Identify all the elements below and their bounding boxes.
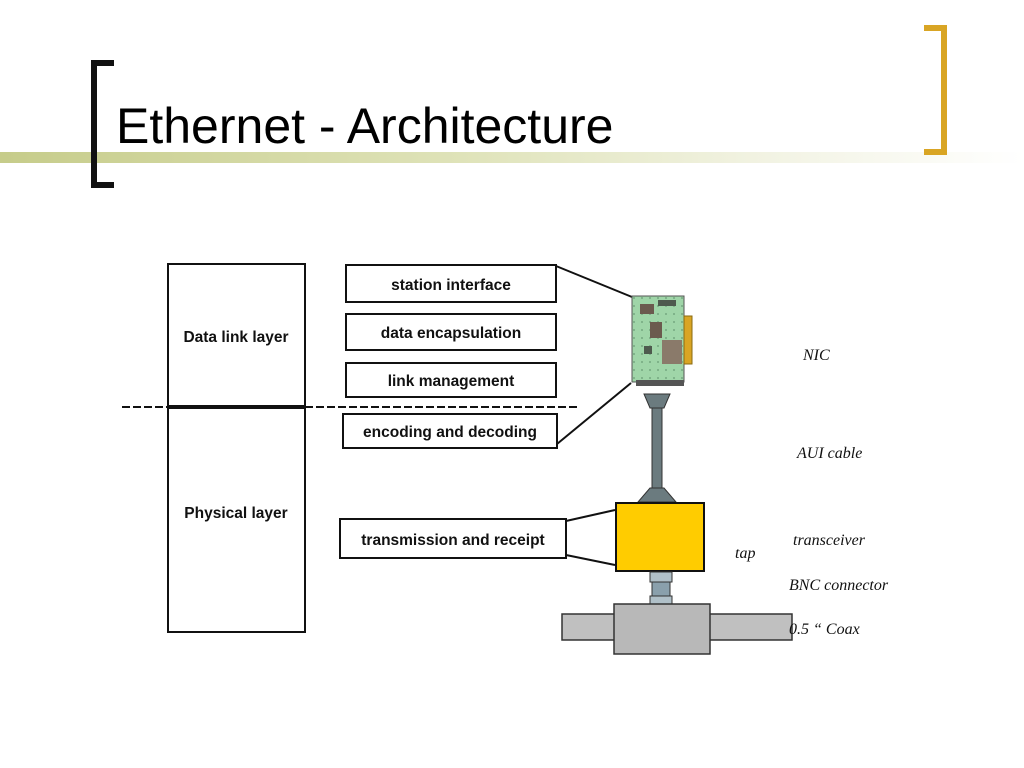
- aui-cable-label: AUI cable: [796, 445, 862, 462]
- data-link-layer-label: Data link layer: [183, 329, 288, 346]
- right-bracket-icon: [924, 25, 947, 155]
- nic-label: NIC: [802, 347, 830, 364]
- data-encapsulation-box: [345, 313, 557, 351]
- encoding-decoding-box: [342, 413, 558, 449]
- aui-cable-icon: [636, 393, 678, 503]
- transmission-receipt-box: [339, 518, 567, 559]
- physical-layer-label: Physical layer: [184, 505, 287, 522]
- nic-card-icon: [631, 295, 693, 386]
- left-bracket-icon: [91, 60, 114, 188]
- transceiver-connector-line-top: [565, 509, 616, 522]
- bnc-connector-icon: [649, 571, 673, 605]
- transceiver-connector-line-bottom: [565, 554, 616, 566]
- nic-connector-line-top: [555, 265, 633, 298]
- transceiver-label: transceiver: [793, 532, 866, 549]
- slide-title: Ethernet - Architecture: [116, 98, 614, 154]
- tap-label: tap: [735, 545, 755, 562]
- station-interface-label: station interface: [391, 277, 511, 294]
- bnc-connector-label: BNC connector: [789, 577, 889, 594]
- transmission-receipt-label: transmission and receipt: [361, 532, 544, 549]
- station-interface-box: [345, 264, 557, 303]
- layer-column-box: [167, 263, 306, 633]
- data-encapsulation-label: data encapsulation: [381, 325, 521, 342]
- title-underline-band: [0, 152, 1024, 163]
- coax-label: 0.5 “ Coax: [789, 621, 860, 638]
- encoding-decoding-label: encoding and decoding: [363, 424, 537, 441]
- nic-connector-line-bottom: [556, 382, 632, 445]
- transceiver-box-icon: [615, 502, 705, 572]
- link-management-label: link management: [388, 373, 515, 390]
- coax-cable-icon: [561, 603, 793, 655]
- link-management-box: [345, 362, 557, 398]
